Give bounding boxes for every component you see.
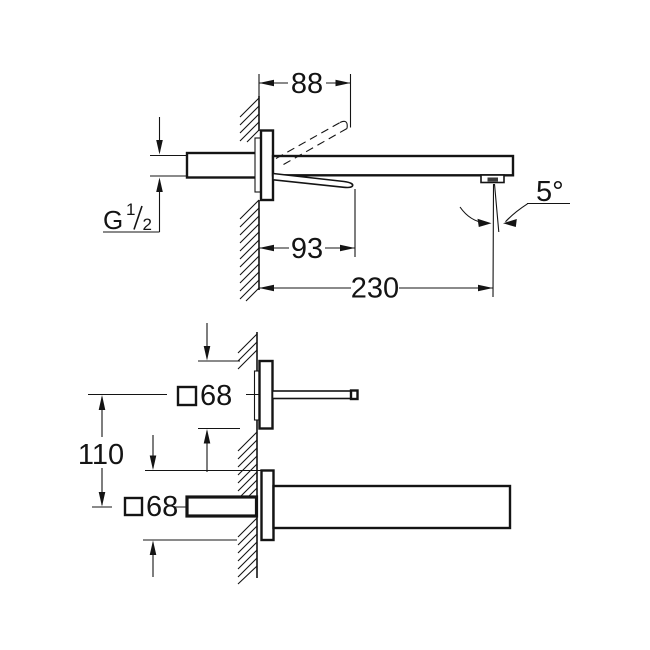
dimension-88: 88 — [258, 68, 352, 128]
dim-230-label: 230 — [351, 273, 399, 305]
angle-annotation: 5° — [459, 176, 570, 227]
supply-pipe — [150, 151, 261, 179]
spout-front — [272, 484, 512, 530]
thread-size-g: G — [103, 205, 123, 235]
handle-plate-extent — [198, 323, 240, 472]
handle-unit-front — [253, 359, 359, 430]
wall-hatching-side — [239, 96, 260, 302]
dimension-110: 110 — [78, 395, 124, 507]
dim-88-label: 88 — [291, 68, 323, 100]
spout-plate-size-annotation: 68 — [92, 491, 187, 523]
thread-size-annotation: G 1 2 — [103, 117, 163, 235]
handle-lever-tip — [349, 389, 359, 401]
dimension-93: 93 — [259, 189, 356, 265]
handle-escutcheon-front — [258, 359, 274, 430]
dim-110-label: 110 — [78, 439, 124, 471]
concealed-body-front — [185, 495, 259, 518]
spout-escutcheon-front — [260, 469, 275, 542]
dimension-230: 230 — [259, 183, 500, 305]
rough-in-body-side — [185, 151, 261, 179]
thread-size-numerator: 1 — [126, 200, 135, 219]
front-view-installation: 110 68 68 — [78, 323, 512, 585]
spout-plate-size-label: 68 — [146, 491, 178, 523]
spout-plate-extent — [143, 435, 261, 577]
aerator — [480, 174, 505, 184]
square-symbol — [123, 496, 144, 517]
escutcheon-side — [259, 129, 275, 202]
handle-plate-size-annotation: 68 — [88, 380, 259, 412]
spout-unit-front — [185, 469, 512, 542]
thread-size-denominator: 2 — [143, 215, 152, 234]
wall-hatching-front — [237, 332, 258, 585]
handle-lever-closed — [272, 172, 354, 189]
handle-plate-size-label: 68 — [200, 380, 232, 412]
dim-93-label: 93 — [291, 233, 323, 265]
spout-side — [271, 154, 515, 177]
handle-lever-open-dashed — [275, 120, 348, 165]
side-view-elevation: 88 93 230 5° — [103, 68, 570, 305]
square-symbol — [176, 385, 198, 407]
angle-label: 5° — [536, 176, 564, 208]
handle-lever-front — [271, 390, 352, 400]
